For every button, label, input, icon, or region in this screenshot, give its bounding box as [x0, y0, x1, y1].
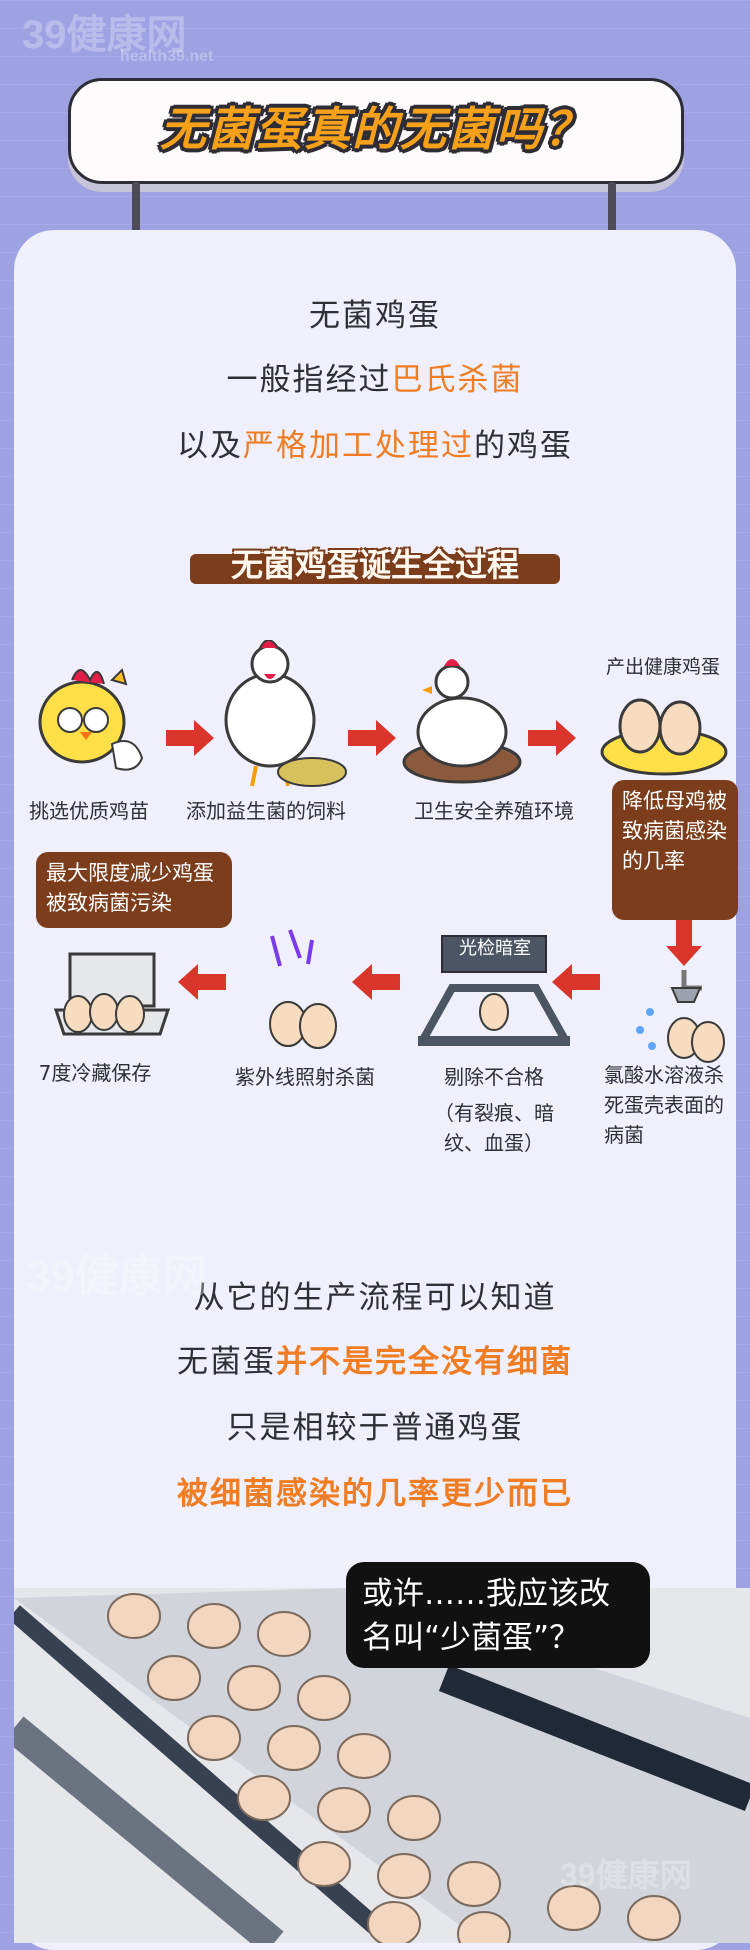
intro-text-4: 的鸡蛋 [474, 428, 573, 464]
conclusion-text-3: 只是相较于普通鸡蛋 [226, 1410, 524, 1446]
left-pin [132, 182, 140, 240]
process-illustrations [38, 640, 728, 1063]
title-card: 无菌蛋真的无菌吗？ [68, 78, 684, 184]
speech-line-1: 或许……我应该改 [362, 1576, 610, 1612]
speech-line-2: 名叫“少菌蛋”？ [362, 1620, 581, 1656]
conclusion-text-2: 无菌蛋 [177, 1344, 276, 1380]
intro-line-1: 无菌鸡蛋 [0, 290, 750, 335]
chick-icon [38, 668, 144, 771]
chicken-feed-icon [224, 640, 347, 787]
eggs-straw-icon [600, 698, 728, 776]
step-8-label: 紫外线照射杀菌 [235, 1065, 375, 1089]
intro-text-1: 无菌鸡蛋 [309, 298, 441, 334]
arrow-right-3 [528, 720, 576, 756]
arrow-left-2 [352, 964, 400, 1000]
watermark-top: 39健康网 [22, 13, 187, 57]
arrow-right-2 [348, 720, 396, 756]
right-pin [608, 182, 616, 240]
step-7-machine-label: 光检暗室 [459, 938, 531, 959]
intro-text-2: 一般指经过 [226, 362, 392, 398]
arrow-left-3 [178, 964, 226, 1000]
step-5-box: 降低母鸡被致病菌感染的几率 [612, 780, 738, 920]
intro-line-3: 以及严格加工处理过的鸡蛋 [0, 420, 750, 465]
ribbon-band [190, 554, 560, 584]
step-1-label: 挑选优质鸡苗 [29, 799, 149, 823]
ribbon-title: 无菌鸡蛋诞生全过程 [230, 546, 519, 584]
egg-carton-icon [53, 952, 171, 1036]
step-10-box: 最大限度减少鸡蛋被致病菌污染 [36, 852, 232, 928]
conclusion-line-3: 只是相较于普通鸡蛋 [0, 1402, 750, 1447]
arrow-left-1 [552, 964, 600, 1000]
conclusion-line-1: 从它的生产流程可以知道 [0, 1272, 750, 1317]
arrow-down [666, 920, 702, 966]
step-6-label: 氯酸水溶液杀死蛋壳表面的病菌 [604, 1063, 724, 1147]
conclusion-text-1: 从它的生产流程可以知道 [193, 1280, 557, 1316]
arrow-right-1 [166, 720, 214, 756]
conclusion-line-2: 无菌蛋并不是完全没有细菌 [0, 1336, 750, 1381]
step-9-label: 7度冷藏保存 [38, 1061, 152, 1085]
step-7-label: 剔除不合格 [444, 1065, 544, 1089]
speech-bubble: 或许……我应该改 名叫“少菌蛋”？ [346, 1562, 650, 1668]
conclusion-line-4: 被细菌感染的几率更少而已 [0, 1468, 750, 1513]
watermark-middle: 39健康网 [26, 1252, 207, 1301]
step-4-label: 产出健康鸡蛋 [605, 656, 720, 678]
watermark-top-sub: health39.net [120, 48, 214, 65]
page-title: 无菌蛋真的无菌吗？ [160, 102, 592, 156]
conclusion-highlight-1: 并不是完全没有细菌 [276, 1344, 573, 1380]
intro-line-2: 一般指经过巴氏杀菌 [0, 354, 750, 399]
step-3-label: 卫生安全养殖环境 [414, 799, 574, 823]
process-ribbon: 无菌鸡蛋诞生全过程 [190, 540, 560, 588]
spray-eggs-icon [636, 970, 725, 1063]
intro-highlight-1: 巴氏杀菌 [391, 362, 524, 398]
hen-nest-icon [402, 659, 522, 784]
watermark-bottom: 39健康网 [560, 1857, 692, 1893]
step-2-label: 添加益生菌的饲料 [186, 799, 346, 823]
conclusion-highlight-2: 被细菌感染的几率更少而已 [177, 1476, 573, 1512]
light-check-machine-icon [418, 935, 570, 1046]
intro-text-3: 以及 [177, 428, 243, 464]
uv-eggs-icon [269, 929, 337, 1049]
step-7-note: （有裂痕、暗纹、血蛋） [434, 1101, 554, 1155]
intro-highlight-2: 严格加工处理过 [243, 428, 474, 464]
